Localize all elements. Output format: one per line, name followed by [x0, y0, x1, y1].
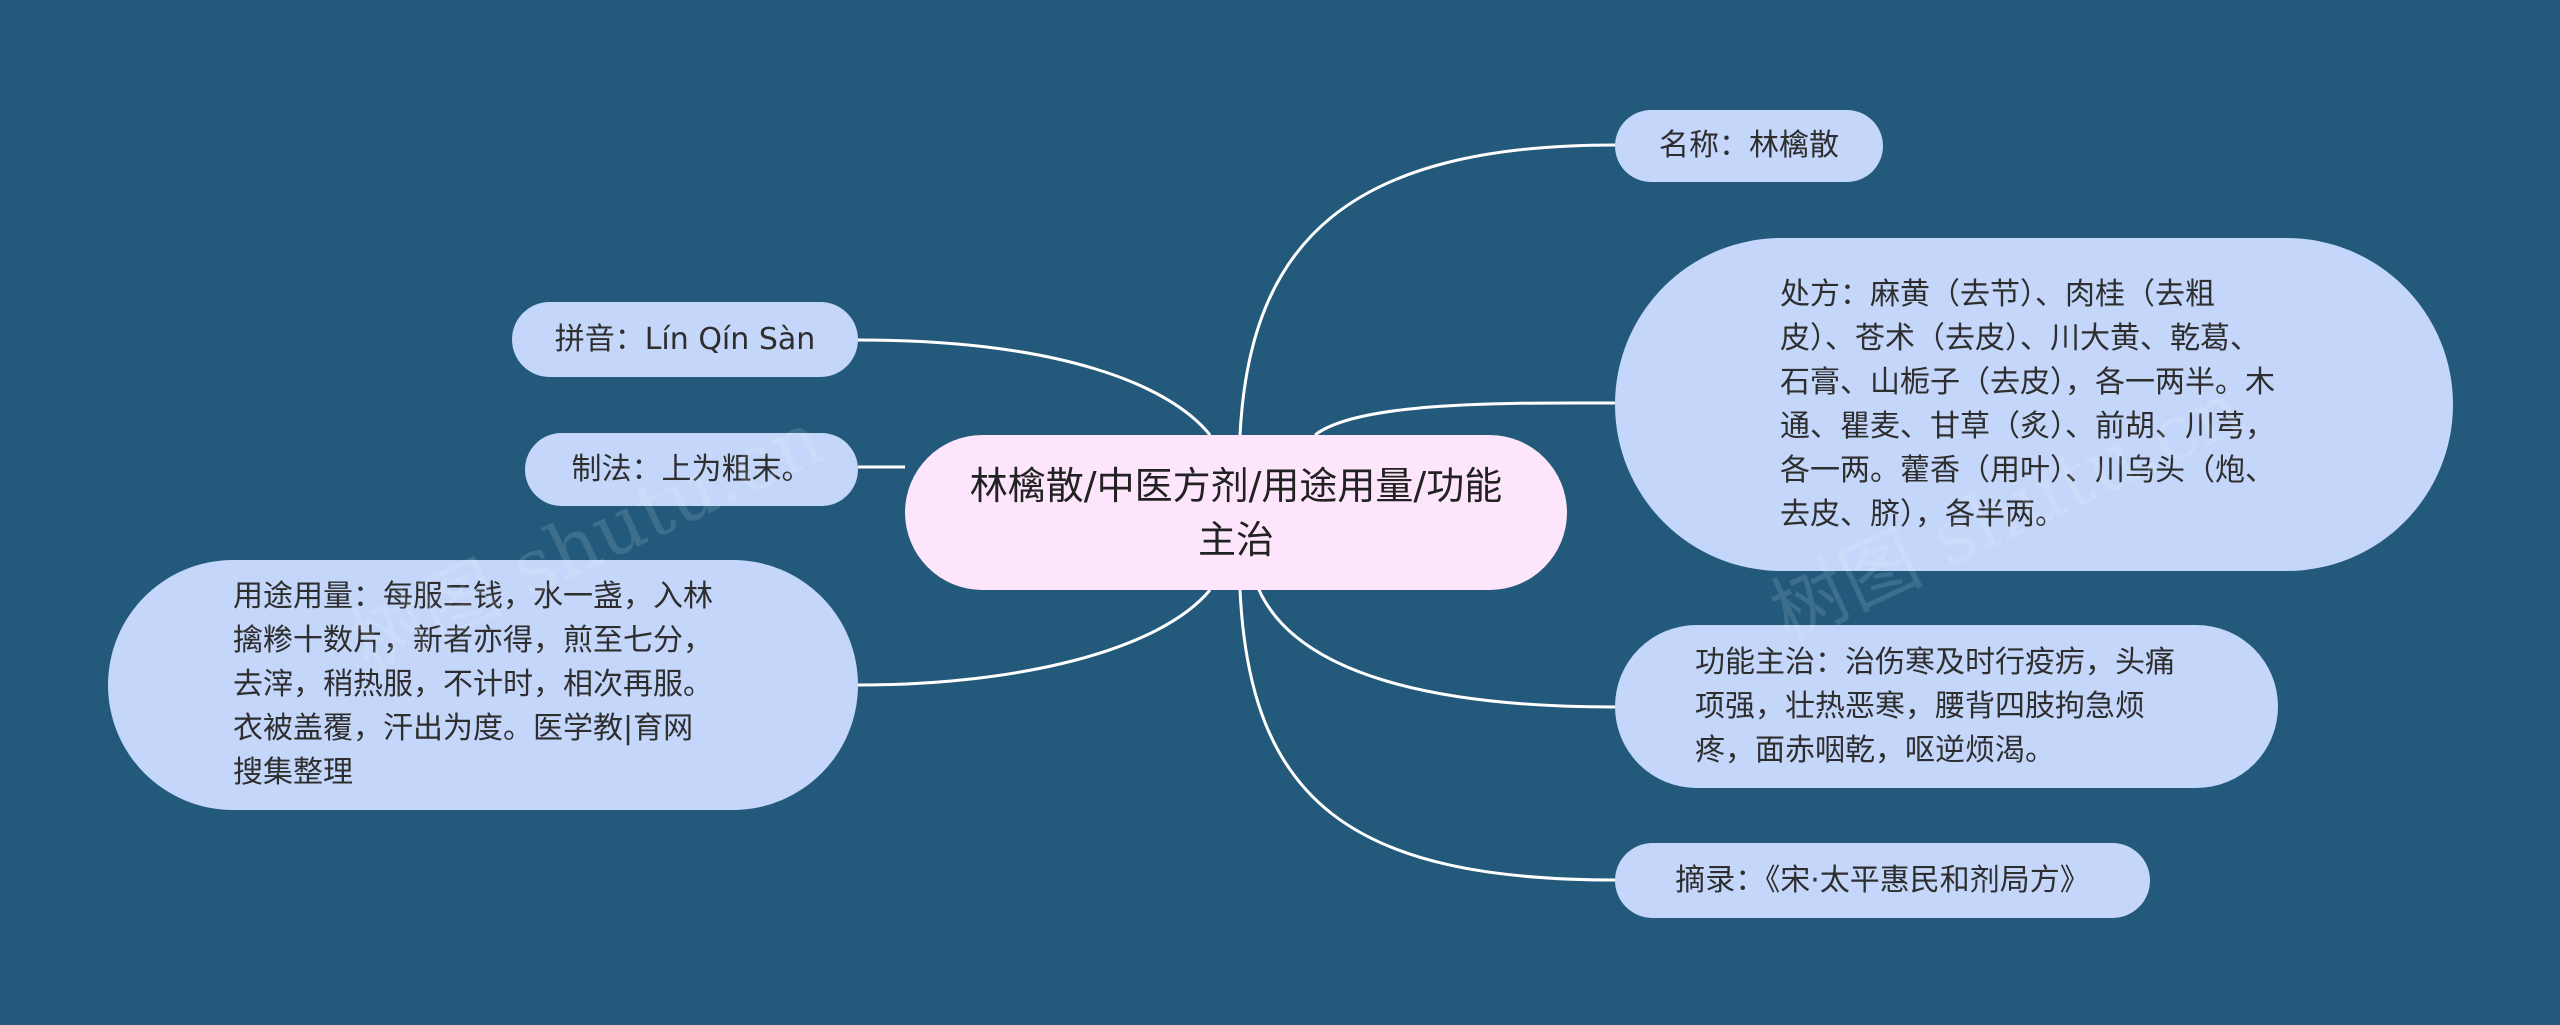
central-topic[interactable]: 林檎散/中医方剂/用途用量/功能主治 — [905, 435, 1567, 590]
node-method[interactable]: 制法：上为粗末。 — [525, 433, 858, 506]
link-name — [1238, 143, 1616, 436]
central-topic-label: 林檎散/中医方剂/用途用量/功能主治 — [969, 463, 1503, 562]
node-formula[interactable]: 处方：麻黄（去节）、肉桂（去粗皮）、苍术（去皮）、川大黄、乾葛、石膏、山栀子（去… — [1615, 238, 2453, 571]
link-formula — [1314, 401, 1616, 437]
link-pinyin — [857, 338, 1212, 436]
link-source — [1238, 589, 1616, 882]
node-formula-label: 处方：麻黄（去节）、肉桂（去粗皮）、苍术（去皮）、川大黄、乾葛、石膏、山栀子（去… — [1780, 276, 2275, 532]
node-function[interactable]: 功能主治：治伤寒及时行疫疠，头痛项强，壮热恶寒，腰背四肢拘急烦疼，面赤咽乾，呕逆… — [1615, 625, 2278, 788]
link-usage — [857, 589, 1212, 687]
node-usage-label: 用途用量：每服二钱，水一盏，入林擒糁十数片，新者亦得，煎至七分，去滓，稍热服，不… — [233, 579, 713, 790]
node-source[interactable]: 摘录：《宋·太平惠民和剂局方》 — [1615, 843, 2150, 918]
node-function-label: 功能主治：治伤寒及时行疫疠，头痛项强，壮热恶寒，腰背四肢拘急烦疼，面赤咽乾，呕逆… — [1695, 644, 2175, 768]
node-pinyin-label: 拼音：Lín Qín Sàn — [554, 321, 816, 357]
node-pinyin[interactable]: 拼音：Lín Qín Sàn — [512, 302, 858, 377]
link-function — [1253, 579, 1616, 709]
node-method-label: 制法：上为粗末。 — [571, 451, 812, 487]
node-name[interactable]: 名称：林檎散 — [1615, 110, 1883, 182]
node-name-label: 名称：林檎散 — [1659, 128, 1839, 163]
node-source-label: 摘录：《宋·太平惠民和剂局方》 — [1675, 862, 2090, 898]
node-usage[interactable]: 用途用量：每服二钱，水一盏，入林擒糁十数片，新者亦得，煎至七分，去滓，稍热服，不… — [108, 560, 858, 810]
